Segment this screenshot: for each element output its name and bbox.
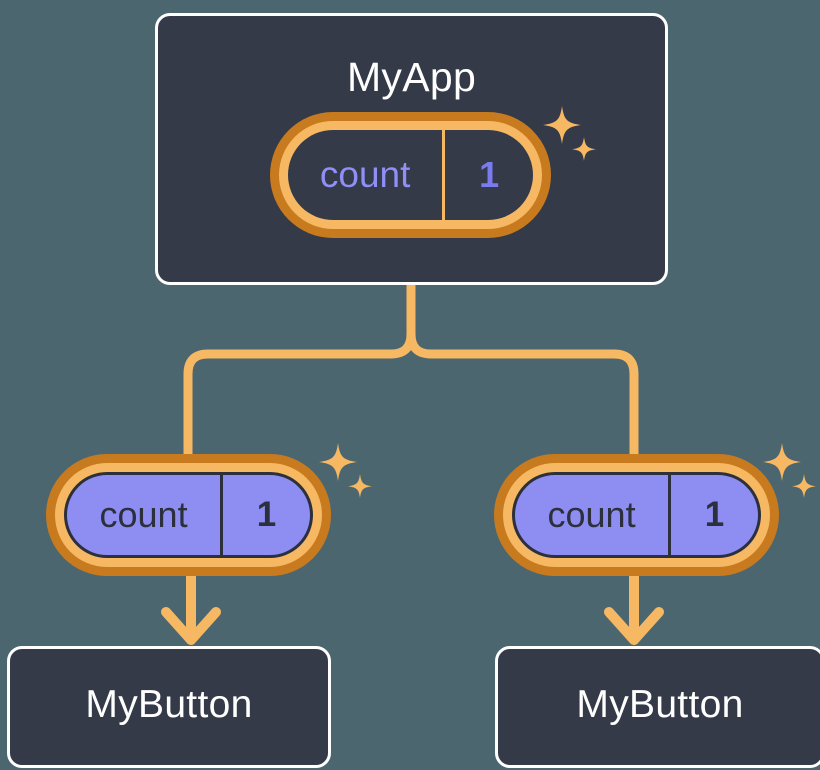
state-key-left: count — [99, 494, 188, 535]
state-pill-myapp[interactable]: count 1 — [270, 112, 551, 238]
state-key-right: count — [547, 494, 636, 535]
sparkle-star-small-icon — [348, 474, 372, 498]
state-key-myapp: count — [319, 154, 411, 195]
connector-tree-path — [183, 281, 416, 459]
connector-tree-path-right — [406, 329, 639, 459]
component-title-mybutton-left: MyButton — [85, 683, 253, 726]
state-pill-left[interactable]: count 1 — [46, 454, 331, 576]
arrow-head-left — [161, 607, 221, 645]
state-pill-face-left: count 1 — [64, 472, 313, 558]
state-value-right: 1 — [668, 475, 758, 555]
state-pill-ring-myapp: count 1 — [279, 121, 542, 229]
component-card-mybutton-right[interactable]: MyButton — [495, 646, 820, 768]
sparkle-star-small-icon — [792, 474, 816, 498]
state-pill-right[interactable]: count 1 — [494, 454, 779, 576]
sparkle-star-large-icon — [763, 443, 801, 481]
state-pill-face-right: count 1 — [512, 472, 761, 558]
sparkle-star-large-icon — [319, 443, 357, 481]
component-card-mybutton-left[interactable]: MyButton — [7, 646, 331, 768]
state-pill-ring-right: count 1 — [503, 463, 770, 567]
component-title-myapp: MyApp — [346, 54, 477, 100]
state-value-myapp: 1 — [442, 130, 533, 220]
arrow-head-right — [604, 607, 664, 645]
state-pill-face-myapp: count 1 — [288, 130, 533, 220]
state-value-left: 1 — [220, 475, 310, 555]
component-title-mybutton-right: MyButton — [576, 683, 744, 726]
state-pill-ring-left: count 1 — [55, 463, 322, 567]
